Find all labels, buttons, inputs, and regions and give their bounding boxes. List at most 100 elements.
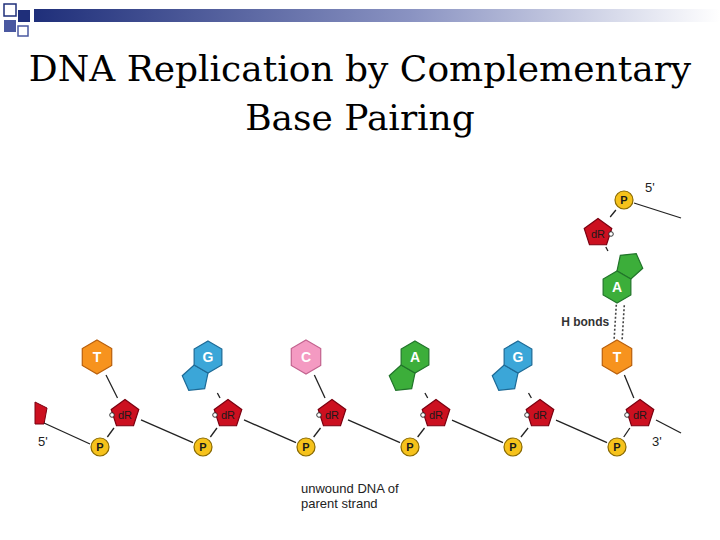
base-letter: T: [93, 350, 102, 364]
hydroxyl-dot: [609, 232, 614, 237]
purine-rings: [492, 341, 532, 390]
bond-label: H bonds: [561, 315, 609, 329]
corner-square: [18, 10, 30, 22]
base-letter: T: [613, 350, 622, 364]
hydroxyl-dot: [525, 413, 530, 418]
backbone-bond: [107, 428, 114, 437]
backbone-bond: [210, 428, 217, 437]
base-letter: C: [301, 350, 311, 364]
deoxyribose-sugar: dR: [420, 398, 452, 428]
purine-rings: [182, 341, 222, 390]
phosphate-label: P: [302, 442, 309, 453]
phosphate-circle: P: [90, 437, 110, 457]
purine-base: A: [387, 339, 433, 393]
phosphate-shape: [608, 438, 626, 456]
deoxyribose-sugar: dR: [624, 398, 656, 428]
sugar-label: dR: [221, 410, 235, 421]
hydroxyl-dot: [421, 413, 426, 418]
base-letter: G: [203, 350, 214, 364]
purine-six-ring: [401, 341, 429, 373]
phosphate-label: P: [406, 442, 413, 453]
phosphate-label: P: [96, 442, 103, 453]
hydrogen-bond-line: [622, 305, 624, 339]
pyrimidine-ring: [291, 340, 320, 374]
strand-end-label: 5': [38, 434, 48, 449]
strand-end-label: 3': [652, 434, 662, 449]
phosphate-label: P: [620, 195, 627, 206]
sugar-label: dR: [533, 410, 547, 421]
backbone-bond: [624, 428, 630, 437]
backbone-bond: [556, 420, 607, 443]
base-letter: A: [410, 350, 420, 364]
backbone-end-line: [44, 423, 90, 444]
phosphate-circle: P: [400, 437, 420, 457]
backbone-bond: [314, 375, 325, 398]
backbone-bond: [141, 420, 193, 443]
backbone-bond: [217, 393, 220, 398]
phosphate-circle: P: [607, 437, 627, 457]
pyrimidine-base: C: [288, 339, 324, 375]
deoxyribose-sugar: dR: [582, 217, 614, 247]
phosphate-shape: [91, 438, 109, 456]
purine-rings: [389, 341, 429, 390]
sugar-label: dR: [325, 410, 339, 421]
backbone-end-line: [634, 203, 681, 218]
purine-base: G: [180, 339, 226, 393]
phosphate-label: P: [199, 442, 206, 453]
node-outline: [180, 339, 226, 393]
node-outline: [599, 251, 645, 305]
backbone-bond: [418, 428, 425, 437]
purine-base: A: [599, 251, 645, 305]
backbone-bond: [452, 420, 503, 443]
base-letter: G: [513, 350, 524, 364]
base-letter: A: [612, 280, 622, 294]
node-outline: [387, 339, 433, 393]
strand-end-label: 5': [645, 180, 655, 195]
phosphate-circle: P: [503, 437, 523, 457]
pyrimidine-ring: [82, 340, 111, 374]
purine-rings: [603, 254, 643, 303]
backbone-bond: [314, 428, 321, 437]
hydrogen-bond-line: [614, 305, 616, 339]
deoxyribose-sugar: dR: [109, 398, 141, 428]
purine-six-ring: [504, 341, 532, 373]
hydroxyl-dot: [110, 413, 115, 418]
pyrimidine-ring: [602, 340, 631, 374]
backbone-bond: [606, 247, 608, 251]
purine-six-ring: [603, 271, 631, 303]
node-outline: [490, 339, 536, 393]
deoxyribose-sugar: dR: [316, 398, 348, 428]
sugar-label: dR: [429, 410, 443, 421]
phosphate-shape: [504, 438, 522, 456]
purine-base: G: [490, 339, 536, 393]
sugar-shape: [526, 400, 554, 426]
backbone-bond: [244, 420, 296, 443]
purine-six-ring: [194, 341, 222, 373]
phosphate-circle: P: [296, 437, 316, 457]
backbone-bond: [106, 375, 118, 398]
sugar-label: dR: [118, 410, 132, 421]
strand-caption: unwound DNA of parent strand: [301, 481, 401, 511]
sugar-shape: [318, 400, 346, 426]
backbone-end-line: [656, 420, 681, 433]
hydrogen-bond: [614, 305, 624, 340]
phosphate-circle: P: [614, 190, 634, 210]
deoxyribose-sugar: dR: [524, 398, 556, 428]
phosphate-shape: [297, 438, 315, 456]
corner-square: [18, 26, 28, 36]
corner-square: [4, 4, 16, 16]
hydroxyl-dot: [317, 413, 322, 418]
phosphate-label: P: [613, 442, 620, 453]
pyrimidine-base: T: [79, 339, 115, 375]
header-bar: [34, 9, 720, 22]
pyrimidine-base: T: [599, 339, 635, 375]
phosphate-shape: [615, 191, 633, 209]
sugar-shape: [422, 400, 450, 426]
backbone-bond: [529, 393, 532, 398]
sugar-shape: [111, 400, 139, 426]
backbone-bond: [348, 420, 400, 443]
backbone-bond: [624, 375, 633, 398]
partial-sugar: [35, 402, 47, 424]
sugar-shape: [626, 400, 654, 426]
